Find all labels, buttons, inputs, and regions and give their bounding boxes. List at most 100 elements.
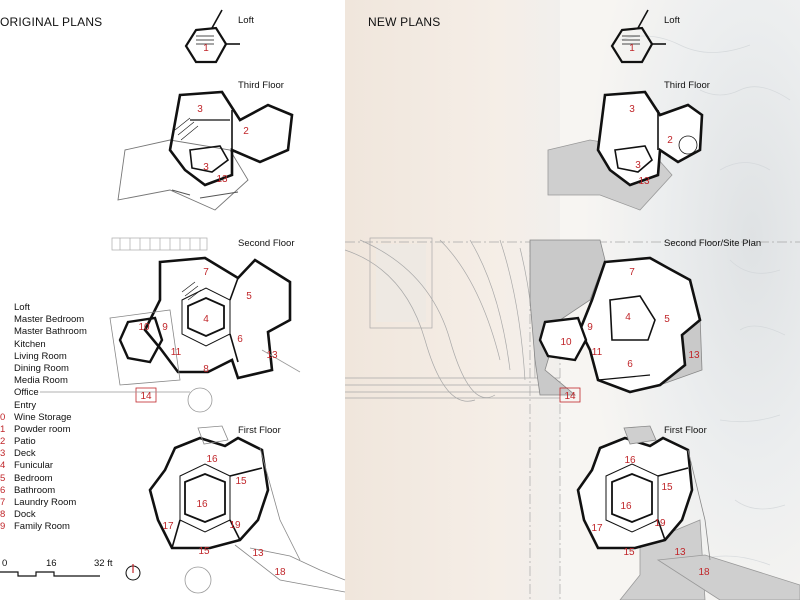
legend-label: Bedroom [14, 472, 53, 484]
legend-label: Funicular [14, 460, 54, 472]
new-second-label: Second Floor/Site Plan [664, 238, 762, 249]
room-number: 9 [587, 322, 593, 333]
room-number: 16 [620, 501, 632, 512]
legend-label: Bathroom [14, 484, 56, 496]
legend-item: Dining Room [0, 363, 87, 375]
orig-room-numbers: 1 3 2 3 13 7 5 4 10 9 11 6 13 8 14 16 15… [138, 43, 286, 578]
room-number: 14 [564, 391, 576, 402]
room-number: 7 [203, 267, 209, 278]
north-arrow [125, 564, 141, 581]
room-number: 5 [664, 314, 670, 325]
room-number: 3 [629, 104, 635, 115]
room-number: 15 [235, 476, 247, 487]
legend-label: Kitchen [14, 338, 46, 350]
legend-label: Loft [14, 302, 30, 313]
new-plans-header: NEW PLANS [368, 15, 441, 29]
legend-number: 1 [0, 423, 6, 435]
legend-label: Powder room [14, 423, 71, 435]
legend-number: 3 [0, 448, 6, 460]
room-number: 18 [274, 567, 286, 578]
room-number: 9 [162, 322, 168, 333]
legend-label: Entry [14, 399, 37, 411]
room-number: 10 [560, 337, 572, 348]
legend-item: Master Bedroom [0, 314, 87, 326]
legend-item: 2 Patio [0, 436, 87, 448]
legend-item: 9 Family Room [0, 521, 87, 533]
room-number: 13 [266, 350, 278, 361]
room-number: 2 [243, 126, 249, 137]
legend-label: Media Room [14, 375, 68, 387]
room-number: 15 [198, 546, 210, 557]
legend-number: 7 [0, 497, 6, 508]
orig-first-plan [148, 425, 346, 594]
room-number: 13 [252, 548, 264, 559]
orig-third-plan [117, 90, 294, 211]
scale-label-32: 32 ft [94, 558, 113, 569]
legend-item: Living Room [0, 351, 87, 363]
room-number: 3 [197, 104, 203, 115]
room-number: 4 [203, 314, 209, 325]
legend-item: Office [0, 387, 87, 399]
room-number: 5 [246, 291, 252, 302]
legend-item: Loft [0, 302, 87, 314]
new-third-label: Third Floor [664, 80, 710, 91]
room-number: 14 [140, 391, 152, 402]
new-loft-plan [610, 9, 666, 64]
room-number: 13 [674, 547, 686, 558]
room-number: 10 [138, 322, 150, 333]
room-number: 3 [635, 160, 641, 171]
legend-number: 4 [0, 460, 6, 472]
legend-label: Dining Room [14, 362, 69, 374]
scale-label-0: 0 [2, 558, 8, 569]
room-number: 1 [203, 43, 209, 54]
room-number: 11 [171, 347, 182, 358]
legend-number: 5 [0, 472, 6, 484]
legend-label: Laundry Room [14, 497, 77, 508]
room-number: 2 [667, 135, 673, 146]
legend-number: 2 [0, 436, 6, 448]
new-first-label: First Floor [664, 425, 707, 436]
new-second-plan [529, 239, 703, 403]
legend-label: Master Bathroom [14, 326, 87, 338]
room-number: 17 [162, 521, 174, 532]
legend-number: 0 [0, 411, 6, 423]
room-number: 13 [688, 350, 700, 361]
new-room-numbers: 1 3 2 3 13 7 5 4 9 10 11 6 13 14 16 15 1… [560, 43, 710, 578]
room-legend: Loft Master Bedroom Master Bathroom Kitc… [0, 302, 87, 534]
legend-item: 1 Powder room [0, 424, 87, 436]
scale-labels: 0 16 32 ft [0, 558, 140, 584]
room-number: 18 [698, 567, 710, 578]
legend-label: Deck [14, 448, 36, 460]
scale-label-16: 16 [46, 558, 57, 569]
legend-label: Patio [14, 436, 36, 448]
legend-item: Master Bathroom [0, 326, 87, 338]
new-loft-label: Loft [664, 15, 680, 26]
room-number: 13 [216, 174, 228, 185]
legend-label: Family Room [14, 521, 70, 533]
room-number: 17 [591, 523, 603, 534]
room-number: 15 [623, 547, 635, 558]
orig-second-label: Second Floor [238, 238, 295, 249]
original-plans-header: ORIGINAL PLANS [0, 15, 103, 29]
legend-number: 9 [0, 521, 6, 533]
room-number: 16 [206, 454, 218, 465]
room-number: 15 [661, 482, 673, 493]
scale-bar [0, 571, 100, 577]
room-number: 1 [629, 43, 635, 54]
legend-item: 3 Deck [0, 448, 87, 460]
room-number: 3 [203, 162, 209, 173]
room-number: 13 [638, 176, 650, 187]
legend-number: 8 [0, 509, 6, 521]
room-number: 19 [229, 520, 241, 531]
legend-label: Wine Storage [14, 411, 72, 423]
new-first-plan [576, 425, 800, 600]
legend-item: 5 Bedroom [0, 473, 87, 485]
legend-item: 7 Laundry Room [0, 497, 87, 509]
legend-item: Entry [0, 400, 87, 412]
legend-label: Dock [14, 509, 36, 521]
room-number: 6 [237, 334, 243, 345]
room-number: 11 [592, 347, 603, 358]
orig-loft-label: Loft [238, 15, 254, 26]
